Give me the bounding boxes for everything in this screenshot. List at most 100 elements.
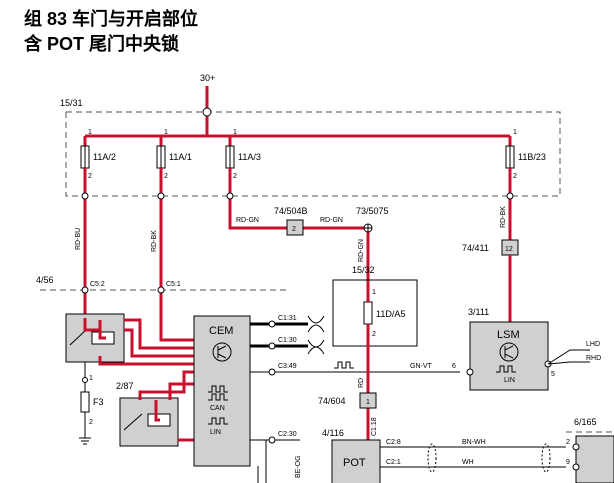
connector-74604 [359,392,377,409]
splice-label-73-5075: 73/5075 [356,206,389,216]
wire-color-gnvt: GN-VT [410,363,433,370]
pin-c28: C2:8 [386,439,401,446]
relay-upper [65,313,125,363]
pin-c21: C2:1 [386,459,401,466]
fuse-11a3 [225,145,235,169]
wire-color-beog: BE-OG [295,455,302,478]
pin-c52: C5:2 [90,281,105,288]
pot-outputs [380,446,566,468]
main-bus [83,86,512,146]
shield-marks [427,443,551,473]
splice-73-5075 [363,223,373,233]
terminal [157,192,165,200]
wire-color-rdgn: RD-GN [236,217,259,224]
fuse-f3 [80,391,90,413]
fuse-label-11da5: 11D/A5 [376,309,405,319]
fuse-box-1532 [332,279,418,347]
pulse-icon [334,361,354,369]
pin-label: 1 [372,289,376,296]
terminal [226,192,234,200]
page-title: 组 83 车门与开启部位 [24,9,199,29]
enclosure-label-1531: 15/31 [60,98,83,108]
fuse-11da5 [363,282,373,346]
pin-label: 5 [551,371,555,378]
connector-pin: 2 [292,226,296,233]
ground-icon [79,437,91,445]
lin-signal-icon [496,365,516,373]
pin-label: 2 [89,419,93,426]
pin-c51: C5:1 [166,281,181,288]
fuse-11a2 [80,145,90,169]
module-label-4116: 4/116 [322,428,344,438]
lhd-wire [547,349,590,365]
lsm-module [469,321,549,391]
transistor-icon [212,342,232,362]
pin-c131: C1:31 [278,315,297,322]
pin-label: 2 [88,173,92,180]
pin-label: 9 [566,459,570,466]
pot-module [331,439,381,483]
pin-label: 6 [452,363,456,370]
fuse-label-11b23: 11B/23 [518,152,546,162]
connector-label-74411: 74/411 [462,243,489,253]
wire-color-rd: RD [358,378,365,388]
rhd-wire [547,361,590,365]
connector-pin: 1 [366,399,370,406]
module-label-456: 4/56 [36,275,54,285]
pot-label: POT [343,457,366,469]
pin-label: 2 [513,173,517,180]
wire-color-wh: WH [462,459,474,466]
terminal [268,342,276,350]
connector-label-74604: 74/604 [318,396,346,406]
module-label-3111: 3/111 [468,307,489,317]
pin-c349: C3:49 [278,363,297,370]
fuse-box-enclosure [65,111,561,197]
pin-label: 2 [566,439,570,446]
pin-c130: C1:30 [278,337,297,344]
fuse-11a1 [156,145,166,169]
lhd-label: LHD [586,341,600,348]
rhd-label: RHD [586,355,601,362]
fuse-label-11a3: 11A/3 [238,152,261,162]
relay-287-wires [138,370,194,442]
terminal [268,436,276,444]
terminal [466,368,474,376]
fuse-label-11a2: 11A/2 [93,152,116,162]
fuse-label-f3: F3 [93,397,104,407]
relay-287 [119,397,179,447]
pin-label: 1 [164,129,168,136]
transistor-icon [499,342,519,362]
fuse-11b23 [505,145,515,169]
pin-label: 1 [233,129,237,136]
wire-color-rdgn: RD-GN [358,239,365,262]
lin-signal-icon [208,417,228,425]
connector-74504b [286,219,304,236]
feed-wires [83,168,512,320]
wire-color-rdbk: RD-BK [151,230,158,252]
can-label: CAN [210,405,225,412]
terminal [81,286,89,294]
terminal [572,443,580,451]
fuse-label-11a1: 11A/1 [169,152,192,162]
terminal [268,368,276,376]
wire-color-bnwh: BN-WH [462,439,486,446]
wire-color-rdgn: RD-GN [320,217,343,224]
terminal [157,286,165,294]
pin-label: 1 [513,129,517,136]
pin-c118: C1:18 [371,417,378,436]
pin-label: 2 [372,331,376,338]
relay-label-287: 2/87 [116,381,134,391]
lin-label: LIN [210,429,221,436]
pin-label: 2 [164,173,168,180]
connector-label-74504b: 74/504B [274,206,308,216]
fuse-box-label-1532: 15/32 [352,265,375,275]
can-signal-icon [208,385,228,401]
connector-pin: 12 [505,246,513,253]
module-6165 [575,435,614,483]
module-label-6165: 6/165 [574,417,597,427]
pin-label: 1 [89,375,93,382]
supply-label-30: 30+ [200,73,215,83]
cem-black-wires [250,322,308,348]
lin-label: LIN [504,377,515,384]
